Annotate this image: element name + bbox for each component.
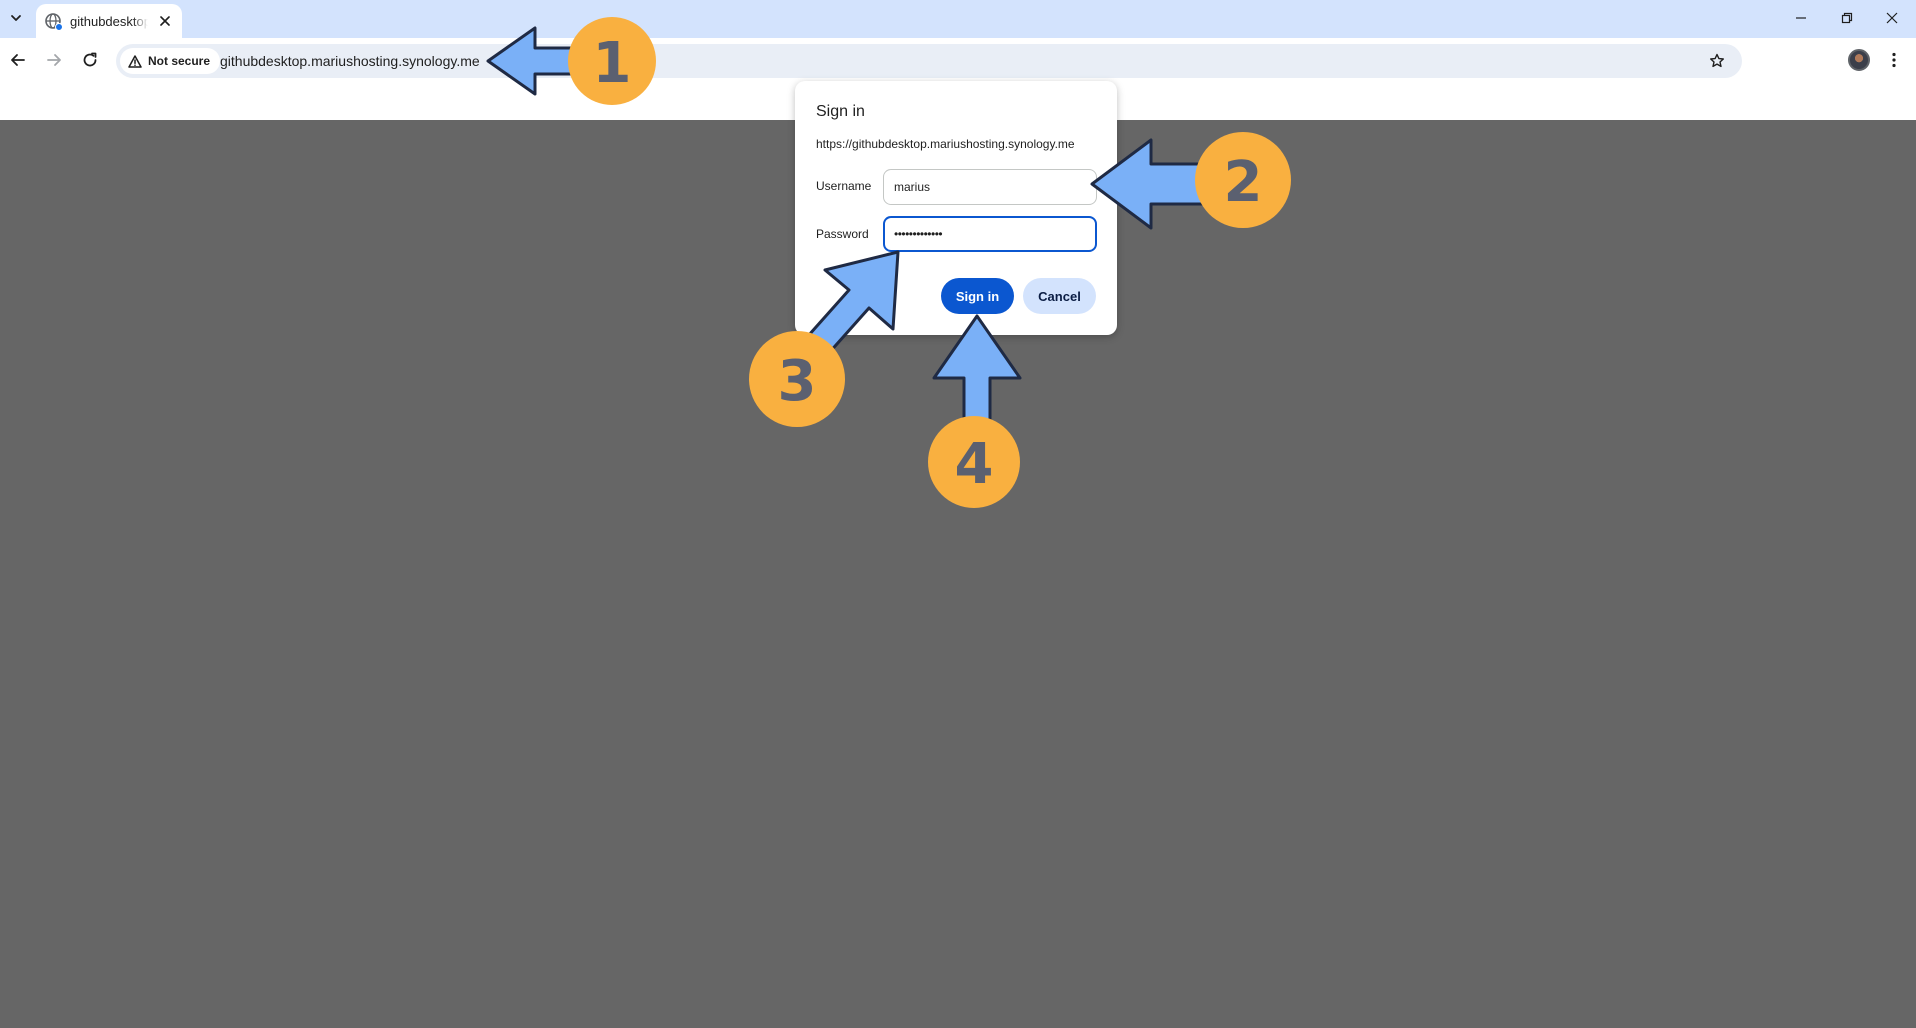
star-icon [1710, 53, 1724, 68]
username-field[interactable]: marius [883, 169, 1097, 205]
minimize-icon [1796, 17, 1806, 19]
password-value: ••••••••••••• [894, 227, 943, 241]
tab-title: githubdesktop.mariushosting.synology.me [70, 13, 148, 29]
username-value: marius [894, 180, 931, 194]
restore-icon [1841, 12, 1853, 24]
dialog-title: Sign in [816, 103, 865, 120]
password-label: Password [816, 227, 869, 241]
reload-icon [83, 52, 97, 67]
close-icon [1886, 12, 1898, 24]
reload-button[interactable] [78, 48, 102, 72]
profile-avatar[interactable] [1848, 49, 1870, 71]
username-label: Username [816, 179, 872, 193]
dialog-origin: https://githubdesktop.mariushosting.syno… [816, 137, 1075, 151]
warning-icon [128, 54, 142, 68]
cancel-button[interactable]: Cancel [1023, 278, 1096, 314]
tab-search-button[interactable] [5, 6, 27, 30]
chevron-down-icon [11, 15, 21, 21]
forward-button[interactable] [42, 48, 66, 72]
security-chip[interactable]: Not secure [120, 48, 221, 74]
globe-icon [44, 12, 63, 31]
browser-menu-button[interactable] [1884, 48, 1904, 72]
tab-close-button[interactable] [156, 12, 174, 30]
arrow-left-icon [11, 54, 25, 66]
minimize-button[interactable] [1789, 7, 1813, 29]
address-bar[interactable]: Not secure githubdesktop.mariushosting.s… [116, 44, 1742, 78]
close-icon [160, 16, 170, 26]
more-vertical-icon [1892, 52, 1896, 68]
restore-button[interactable] [1835, 7, 1859, 29]
sign-in-button[interactable]: Sign in [941, 278, 1014, 314]
browser-tab[interactable]: githubdesktop.mariushosting.synology.me [36, 4, 182, 38]
url-text[interactable]: githubdesktop.mariushosting.synology.me [220, 53, 480, 69]
arrow-right-icon [47, 54, 61, 66]
bookmark-button[interactable] [1706, 50, 1728, 72]
close-window-button[interactable] [1880, 7, 1904, 29]
password-field[interactable]: ••••••••••••• [883, 216, 1097, 252]
sign-in-dialog: Sign in https://githubdesktop.mariushost… [795, 81, 1117, 335]
tab-strip: githubdesktop.mariushosting.synology.me [0, 0, 1916, 38]
back-button[interactable] [6, 48, 30, 72]
security-label: Not secure [148, 54, 211, 68]
